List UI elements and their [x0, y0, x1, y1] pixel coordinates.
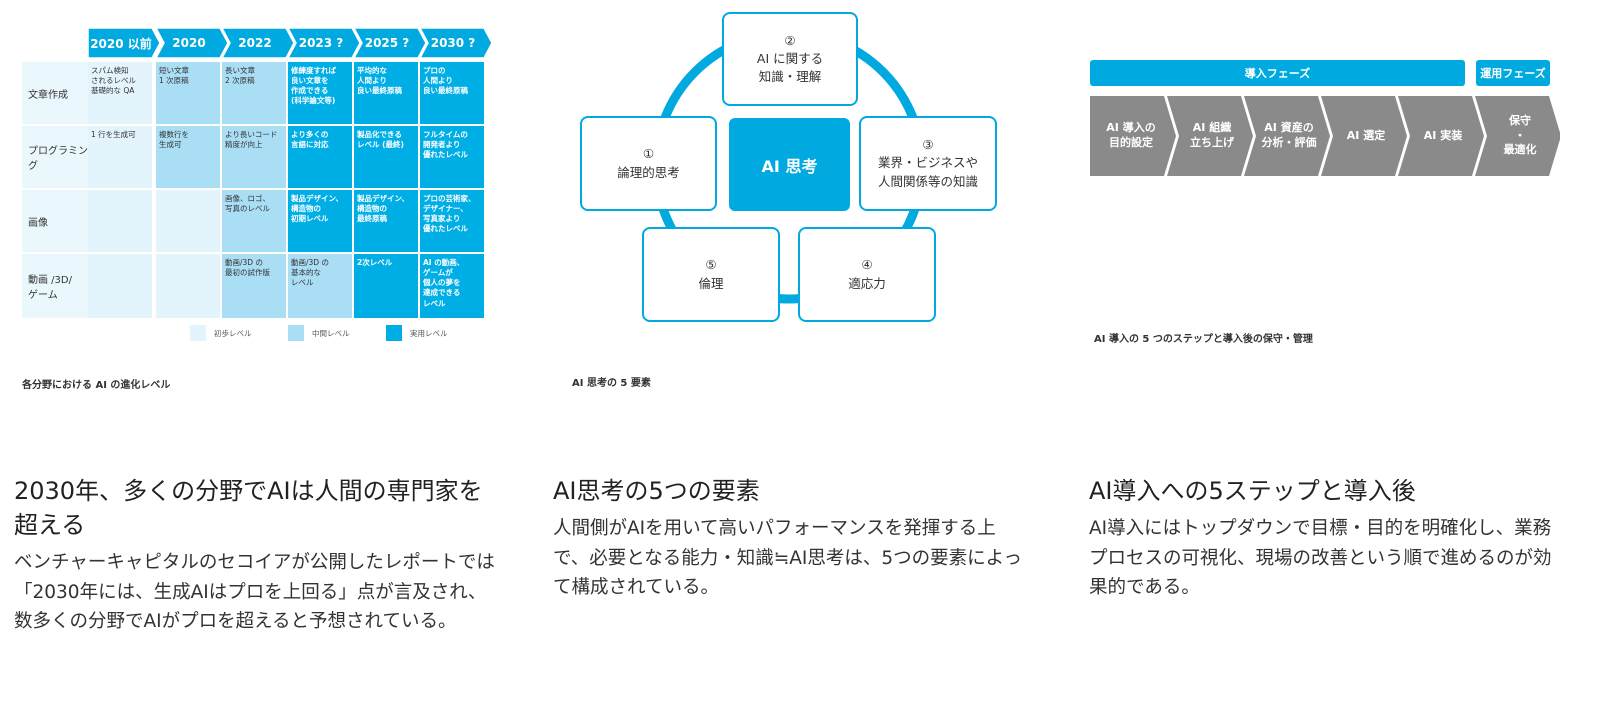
element-1-logical: ① 論理的思考 [580, 116, 717, 211]
step-chevrons [1090, 96, 1560, 176]
ai-evolution-table: 2020 以前 2020 2022 2023 ? 2025 ? 2030 ? 文章作成スパ… [22, 28, 494, 326]
element-3-label: 業界・ビジネスや 人間関係等の知識 [877, 155, 978, 189]
row-label: 動画 /3D/ ゲーム [22, 254, 88, 318]
element-5-number: ⑤ [705, 257, 717, 273]
table-cell: 製品化できる レベル (最終) [354, 126, 418, 188]
element-4-label: 適応力 [848, 275, 886, 291]
article-2: AI思考の5つの要素 人間側がAIを用いて高いパフォーマンスを発揮する上で、必要… [553, 474, 1031, 603]
article-1: 2030年、多くの分野でAIは人間の専門家を超える ベンチャーキャピタルのセコイ… [14, 474, 499, 637]
year-label: 2025 ? [364, 36, 410, 50]
element-4-adaptability: ④ 適応力 [798, 227, 936, 322]
article-3-title[interactable]: AI導入への5ステップと導入後 [1089, 477, 1416, 505]
table-cell: 動画/3D の 基本的な レベル [288, 254, 352, 318]
element-2-knowledge: ② AI に関する 知識・理解 [722, 12, 858, 106]
step-label: AI 組織 立ち上げ [1190, 121, 1234, 149]
year-label: 2020 以前 [90, 36, 152, 51]
ai-adoption-steps: 導入フェーズ 運用フェーズ AI 導入の 目的設定 AI 組織 立ち上げ AI 資産… [1090, 60, 1560, 190]
year-arrow [419, 28, 493, 58]
step-label: AI 資産の 分析・評価 [1261, 121, 1317, 149]
table-cell: 複数行を 生成可 [156, 126, 220, 188]
table-cell: 修練度すれば 良い文章を 作成できる (科学論文等) [288, 62, 352, 124]
element-2-label: AI に関する 知識・理解 [756, 50, 824, 85]
phase-operation: 運用フェーズ [1476, 60, 1550, 86]
element-5-label: 倫理 [698, 275, 724, 291]
table-cell: 1 行を生成可 [88, 126, 152, 188]
table-cell: より長いコード 精度が向上 [222, 126, 286, 188]
step-label: AI 実装 [1423, 128, 1463, 142]
year-label: 2023 ? [298, 36, 344, 50]
year-arrow [155, 28, 229, 58]
table-cell: フルタイムの 開発者より 優れたレベル [420, 126, 484, 188]
table-cell: プロの 人間より 良い最終原稿 [420, 62, 484, 124]
table-cell: 製品デザイン、 構造物の 最終原稿 [354, 190, 418, 252]
year-label: 2022 [238, 36, 272, 50]
article-1-title[interactable]: 2030年、多くの分野でAIは人間の専門家を超える [14, 477, 483, 540]
table-legend: 初歩レベル 中間レベル 実用レベル [190, 325, 490, 345]
year-arrow [353, 28, 427, 58]
step-chevron [1090, 96, 1176, 176]
panel3-caption: AI 導入の 5 つのステップと導入後の保守・管理 [1094, 334, 1313, 345]
step-label: AI 選定 [1346, 128, 1386, 142]
step-chevron [1475, 96, 1560, 176]
element-4-number: ④ [861, 257, 873, 273]
row-label: プログラミング [22, 126, 88, 188]
table-cell: 短い文章 1 次原稿 [156, 62, 220, 124]
table-cell: 平均的な 人間より 良い最終原稿 [354, 62, 418, 124]
year-arrow [88, 28, 161, 58]
table-cell: 長い文章 2 次原稿 [222, 62, 286, 124]
table-cell [156, 190, 220, 252]
table-cell [88, 190, 152, 252]
step-chevron [1167, 96, 1253, 176]
table-cell: プロの芸術家、 デザイナー、 写真家より 優れたレベル [420, 190, 484, 252]
step-chevron [1398, 96, 1484, 176]
element-3-industry: ③ 業界・ビジネスや 人間関係等の知識 [859, 116, 997, 211]
element-3-number: ③ [922, 137, 934, 153]
legend-swatch [386, 325, 402, 341]
article-2-body: 人間側がAIを用いて高いパフォーマンスを発揮する上で、必要となる能力・知識≒AI… [553, 518, 1023, 599]
table-cell: 画像、ロゴ、 写真のレベル [222, 190, 286, 252]
legend-label: 初歩レベル [214, 329, 252, 338]
legend-swatch [190, 325, 206, 341]
legend-label: 実用レベル [410, 329, 448, 338]
table-cell: 動画/3D の 最初の試作版 [222, 254, 286, 318]
table-cell [88, 254, 152, 318]
year-label: 2030 ? [430, 36, 476, 50]
table-cell: 2次レベル [354, 254, 418, 318]
element-1-number: ① [642, 146, 655, 162]
step-chevron [1321, 96, 1407, 176]
table-cell: 製品デザイン、 構造物の 初期レベル [288, 190, 352, 252]
article-1-body: ベンチャーキャピタルのセコイアが公開したレポートでは「2030年には、生成AIは… [14, 552, 495, 633]
phase-introduction: 導入フェーズ [1090, 60, 1465, 86]
panel2-caption: AI 思考の 5 要素 [572, 378, 651, 389]
element-2-number: ② [784, 32, 796, 48]
center-ai-thinking: AI 思考 [729, 118, 850, 211]
legend-label: 中間レベル [312, 329, 350, 338]
year-arrow [287, 28, 361, 58]
step-chevron [1244, 96, 1330, 176]
table-cell: スパム検知 されるレベル 基礎的な QA [88, 62, 152, 124]
legend-swatch [288, 325, 304, 341]
year-label: 2020 [172, 36, 206, 50]
element-1-label: 論理的思考 [617, 164, 680, 180]
article-3-body: AI導入にはトップダウンで目標・目的を明確化し、業務プロセスの可視化、現場の改善… [1089, 518, 1552, 599]
row-label: 画像 [22, 190, 88, 252]
step-label: 保守 ・ 最適化 [1503, 113, 1537, 157]
year-header-arrows [88, 28, 493, 58]
year-arrow [221, 28, 295, 58]
article-3: AI導入への5ステップと導入後 AI導入にはトップダウンで目標・目的を明確化し、… [1089, 474, 1567, 603]
article-2-title[interactable]: AI思考の5つの要素 [553, 477, 760, 505]
table-cell [156, 254, 220, 318]
ai-thinking-diagram: AI 思考 ② AI に関する 知識・理解 ① 論理的思考 ③ 業界・ビジネスや… [576, 8, 1006, 338]
table-cell: AI の動画、 ゲームが 個人の夢を 達成できる レベル [420, 254, 484, 318]
element-5-ethics: ⑤ 倫理 [642, 227, 780, 322]
step-label: AI 導入の 目的設定 [1106, 121, 1156, 149]
row-label: 文章作成 [22, 62, 88, 124]
table-cell: より多くの 言語に対応 [288, 126, 352, 188]
panel1-caption: 各分野における AI の進化レベル [22, 380, 171, 391]
